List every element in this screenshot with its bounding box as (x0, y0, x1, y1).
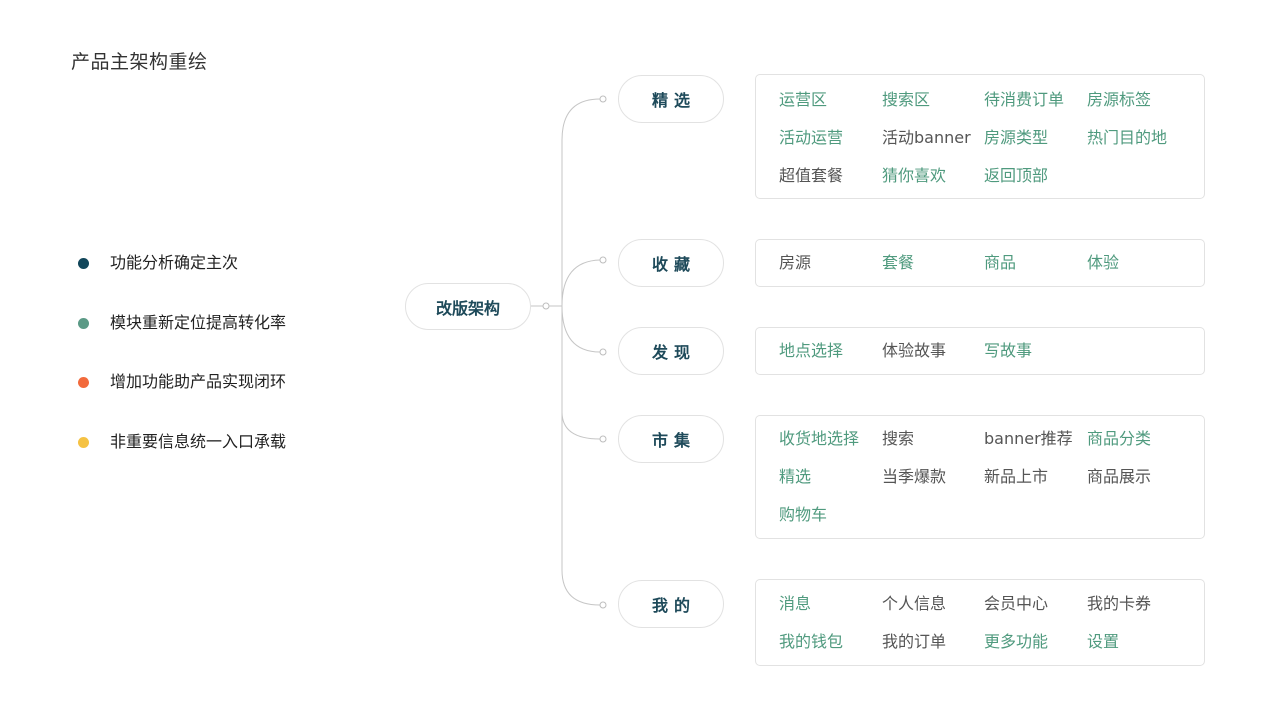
legend-dot-icon (78, 377, 89, 388)
branch-item: 新品上市 (984, 467, 1049, 486)
branch-items-jingxuan: 运营区 搜索区 待消费订单 房源标签 活动运营 活动banner 房源类型 热门… (755, 74, 1205, 199)
branch-item: 我的卡券 (1087, 594, 1152, 613)
branch-item: 我的钱包 (779, 632, 844, 651)
branch-item: 写故事 (984, 341, 1033, 360)
branch-node-shoucang: 收藏 (618, 239, 724, 287)
branch-item: 活动banner (882, 128, 971, 147)
branch-item: 会员中心 (984, 594, 1049, 613)
branch-node-wode (599, 601, 607, 609)
branch-item: 活动运营 (779, 128, 844, 147)
branch-item: 我的订单 (882, 632, 947, 651)
legend-label: 增加功能助产品实现闭环 (110, 372, 287, 391)
page-title: 产品主架构重绘 (71, 51, 208, 73)
branch-node-jingxuan: 精选 (618, 75, 724, 123)
legend-dot-icon (78, 258, 89, 269)
branch-item: 更多功能 (984, 632, 1049, 651)
branch-items-shoucang: 房源 套餐 商品 体验 (755, 239, 1205, 287)
branch-node-shiji: 市集 (618, 415, 724, 463)
branch-item: 商品 (984, 253, 1017, 272)
branch-connector-faxian (561, 305, 601, 353)
branch-item: 待消费订单 (984, 90, 1065, 109)
branch-item: 收货地选择 (779, 429, 860, 448)
branch-item: 设置 (1087, 632, 1120, 651)
branch-item: 超值套餐 (779, 166, 844, 185)
legend-label: 模块重新定位提高转化率 (110, 312, 287, 332)
branch-item: 精选 (779, 467, 812, 486)
branch-item: 猜你喜欢 (882, 166, 947, 185)
branch-item: 套餐 (882, 253, 915, 272)
legend-label: 功能分析确定主次 (110, 253, 239, 272)
branch-item: 体验故事 (882, 341, 947, 360)
branch-item: 房源类型 (984, 128, 1049, 147)
branch-item: 热门目的地 (1087, 128, 1168, 147)
branch-connector-jingxuan (561, 98, 601, 306)
branch-item: 搜索区 (882, 90, 931, 109)
branch-node-shoucang (599, 256, 607, 264)
branch-item: 返回顶部 (984, 166, 1049, 185)
branch-connector-shiji (561, 306, 601, 440)
branch-item: 搜索 (882, 429, 915, 448)
branch-item: 体验 (1087, 253, 1120, 272)
branch-connector-shoucang (561, 259, 601, 307)
branch-item: 房源 (779, 253, 812, 272)
branch-item: 个人信息 (882, 594, 947, 613)
branch-connector-wode (561, 306, 601, 606)
branch-node-faxian (599, 348, 607, 356)
branch-items-shiji: 收货地选择 搜索 banner推荐 商品分类 精选 当季爆款 新品上市 商品展示… (755, 415, 1205, 539)
branch-node-shiji (599, 435, 607, 443)
branch-item: 消息 (779, 594, 812, 613)
branch-items-wode: 消息 个人信息 会员中心 我的卡券 我的钱包 我的订单 更多功能 设置 (755, 579, 1205, 666)
legend-label: 非重要信息统一入口承载 (110, 431, 287, 451)
legend-dot-icon (78, 436, 89, 448)
branch-item: 商品展示 (1087, 467, 1152, 486)
branch-item: 购物车 (779, 505, 828, 524)
branch-node-faxian: 发现 (618, 327, 724, 375)
branch-item: 当季爆款 (882, 467, 947, 486)
branch-item: 商品分类 (1087, 429, 1152, 448)
branch-items-faxian: 地点选择 体验故事 写故事 (755, 327, 1205, 375)
root-node: 改版架构 (405, 283, 531, 330)
legend-dot-icon (78, 317, 89, 329)
branch-item: 地点选择 (779, 341, 844, 360)
branch-item: 房源标签 (1087, 90, 1152, 109)
branch-item: banner推荐 (984, 429, 1073, 448)
branch-node-wode: 我的 (618, 580, 724, 628)
root-connector-node (542, 302, 550, 310)
branch-node-jingxuan (599, 95, 607, 103)
branch-item: 运营区 (779, 90, 828, 109)
